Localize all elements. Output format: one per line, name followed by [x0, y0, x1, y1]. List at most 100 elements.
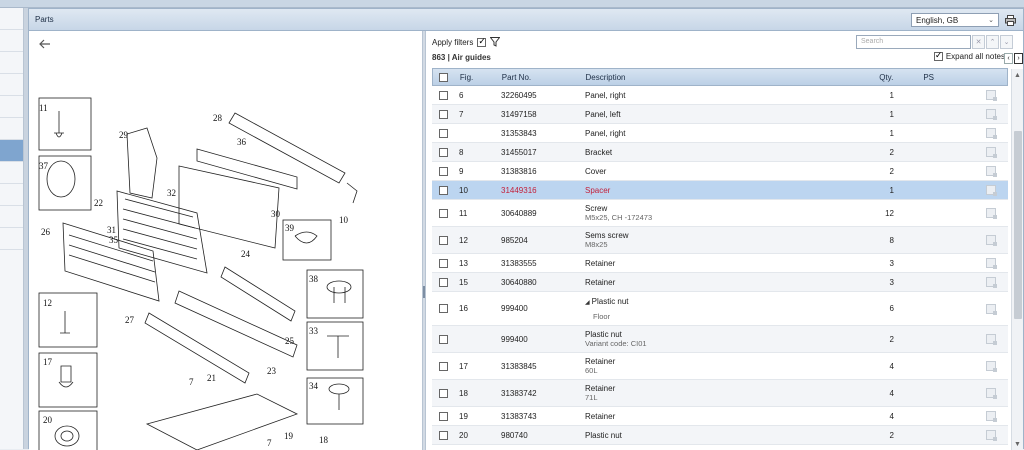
- note-icon[interactable]: [986, 411, 997, 422]
- row-checkbox[interactable]: [438, 90, 448, 100]
- nav-row-selected[interactable]: [0, 140, 23, 162]
- nav-row[interactable]: [0, 162, 23, 184]
- row-checkbox[interactable]: [438, 185, 448, 195]
- filter-icon[interactable]: [490, 37, 501, 47]
- part-number-cell[interactable]: 999400: [501, 304, 528, 313]
- scroll-up-icon[interactable]: ▲: [1014, 71, 1021, 79]
- note-icon[interactable]: [986, 185, 997, 196]
- note-icon[interactable]: [986, 334, 997, 345]
- nav-row[interactable]: [0, 52, 23, 74]
- row-checkbox[interactable]: [438, 361, 448, 371]
- part-number-cell[interactable]: 31383845: [501, 361, 537, 371]
- note-icon[interactable]: [986, 208, 997, 219]
- part-number-cell[interactable]: 31383742: [501, 388, 537, 398]
- splitter-grip[interactable]: [423, 286, 425, 298]
- apply-filters-checkbox[interactable]: [477, 36, 487, 47]
- part-number-cell[interactable]: 31455017: [501, 147, 537, 157]
- search-clear-button[interactable]: ✕: [972, 35, 985, 49]
- language-select[interactable]: English, GB ⌄: [911, 13, 999, 27]
- col-fig[interactable]: Fig.: [459, 72, 474, 82]
- note-icon[interactable]: [986, 303, 997, 315]
- exploded-diagram[interactable]: 11 37 12 17 20 29 22 26 32 31 35 28 36 3…: [29, 31, 422, 450]
- print-button[interactable]: [1003, 13, 1017, 27]
- note-icon[interactable]: [986, 90, 997, 101]
- part-number-cell[interactable]: 985204: [501, 235, 528, 245]
- page-prev-button[interactable]: ‹: [1004, 53, 1013, 64]
- nav-row[interactable]: [0, 206, 23, 228]
- note-icon[interactable]: [986, 235, 997, 246]
- nav-row[interactable]: [0, 228, 23, 250]
- col-qty[interactable]: Qty.: [879, 72, 894, 82]
- left-splitter[interactable]: [24, 8, 28, 449]
- col-ps[interactable]: PS: [923, 72, 934, 82]
- note-icon[interactable]: [986, 128, 997, 139]
- row-checkbox[interactable]: [438, 208, 448, 218]
- nav-row[interactable]: [0, 74, 23, 96]
- part-number-cell[interactable]: 31449316: [501, 185, 537, 195]
- col-description[interactable]: Description: [585, 72, 626, 82]
- part-number-cell[interactable]: 31497158: [501, 109, 537, 119]
- search-prev-button[interactable]: ⌃: [986, 35, 999, 49]
- row-checkbox[interactable]: [438, 430, 448, 440]
- row-checkbox[interactable]: [438, 334, 448, 344]
- part-number-cell[interactable]: 31353843: [501, 128, 537, 138]
- row-checkbox[interactable]: [438, 304, 448, 313]
- back-button[interactable]: [39, 39, 51, 51]
- row-checkbox[interactable]: [438, 258, 448, 268]
- row-checkbox[interactable]: [438, 388, 448, 398]
- note-icon[interactable]: [986, 430, 997, 441]
- note-icon[interactable]: [986, 388, 997, 399]
- nav-row[interactable]: [0, 118, 23, 140]
- row-checkbox[interactable]: [438, 128, 448, 138]
- part-number-cell[interactable]: 31383555: [501, 258, 537, 268]
- part-number-cell[interactable]: 31383816: [501, 166, 537, 176]
- scroll-down-icon[interactable]: ▼: [1014, 440, 1021, 448]
- page-next-button[interactable]: ›: [1014, 53, 1023, 64]
- select-all-checkbox[interactable]: [439, 72, 449, 82]
- expand-notes-checkbox[interactable]: [933, 50, 943, 61]
- row-checkbox[interactable]: [438, 277, 448, 287]
- row-checkbox[interactable]: [438, 147, 448, 157]
- note-icon[interactable]: [986, 109, 997, 120]
- nav-row[interactable]: [0, 96, 23, 118]
- vertical-scrollbar[interactable]: ▲ ▼: [1011, 69, 1023, 450]
- note-icon[interactable]: [986, 166, 997, 177]
- row-checkbox[interactable]: [438, 166, 448, 176]
- part-number-cell[interactable]: 999400: [501, 334, 528, 344]
- note-icon[interactable]: [986, 361, 997, 372]
- part-number-cell[interactable]: 30640880: [501, 277, 537, 287]
- part-number-cell[interactable]: 31383743: [501, 411, 537, 421]
- row-checkbox[interactable]: [438, 109, 448, 119]
- row-checkbox[interactable]: [438, 235, 448, 245]
- row-checkbox[interactable]: [438, 411, 448, 421]
- col-part-no[interactable]: Part No.: [501, 72, 532, 82]
- nav-row[interactable]: [0, 8, 23, 30]
- part-number-cell[interactable]: 30640889: [501, 208, 537, 218]
- nav-row[interactable]: [0, 184, 23, 206]
- search-next-button[interactable]: ⌄: [1000, 35, 1013, 49]
- scroll-thumb[interactable]: [1014, 131, 1022, 319]
- part-number-cell[interactable]: 32260495: [501, 90, 537, 100]
- note-icon[interactable]: [986, 147, 997, 158]
- tree-expanded-icon[interactable]: ◢: [585, 299, 590, 306]
- middle-splitter[interactable]: [422, 31, 426, 450]
- note-icon[interactable]: [986, 258, 997, 269]
- nav-row[interactable]: [0, 30, 23, 52]
- part-number-cell[interactable]: 980740: [501, 430, 528, 440]
